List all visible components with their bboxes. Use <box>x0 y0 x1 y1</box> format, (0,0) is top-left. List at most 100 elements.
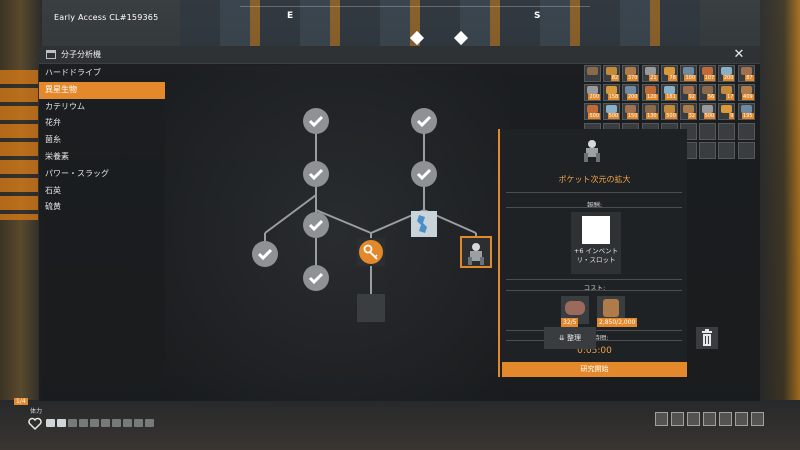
item-count: 107 <box>703 75 716 81</box>
inventory-slot[interactable]: 409 <box>737 84 755 102</box>
item-count: 87 <box>745 75 754 81</box>
health-segment <box>68 419 77 427</box>
cost-amount: 32/5 <box>561 318 579 327</box>
item-count: 195 <box>742 113 754 120</box>
sort-button[interactable]: ⇊ 整理 <box>544 327 596 349</box>
hotbar-slot[interactable] <box>751 412 764 426</box>
sidebar-item[interactable]: 硫黄 <box>45 202 61 212</box>
inventory-slot[interactable] <box>718 122 736 140</box>
inventory-slot[interactable] <box>699 141 717 159</box>
divider <box>506 207 682 208</box>
inventory-slot[interactable]: 500 <box>660 103 678 121</box>
inventory-slot[interactable]: 120 <box>641 84 659 102</box>
inventory-slot[interactable]: 17 <box>718 84 736 102</box>
inventory-slot[interactable] <box>699 122 717 140</box>
inventory-slot[interactable] <box>718 141 736 159</box>
inventory-slot[interactable]: 200 <box>718 65 736 82</box>
inventory-slot[interactable]: 500 <box>699 103 717 121</box>
reward-description: +6 インベントリ・スロット <box>573 247 619 264</box>
sort-label: 整理 <box>567 334 582 342</box>
hotbar <box>655 408 775 430</box>
sidebar-item[interactable]: カテリウム <box>45 101 85 111</box>
inventory-slot[interactable]: 181 <box>660 84 678 102</box>
completed-node[interactable] <box>303 161 329 187</box>
inventory-slot[interactable]: 500 <box>584 103 601 121</box>
hotbar-slot[interactable] <box>703 412 716 426</box>
hotbar-slot[interactable] <box>687 412 700 426</box>
item-count: 409 <box>742 94 754 101</box>
item-icon <box>702 67 714 75</box>
start-research-button[interactable]: 研究開始 <box>502 362 687 377</box>
item-count: 17 <box>726 94 735 101</box>
hotbar-slot[interactable] <box>655 412 668 426</box>
item-count: 500 <box>703 113 716 120</box>
inventory-slot[interactable]: 56 <box>699 84 717 102</box>
inventory-slot[interactable]: 370 <box>622 65 640 82</box>
sidebar-item[interactable]: 菌糸 <box>45 135 61 145</box>
item-icon <box>740 105 752 114</box>
inventory-slot[interactable]: 130 <box>641 103 659 121</box>
inventory-slot[interactable] <box>737 141 755 159</box>
sidebar-item[interactable]: 花弁 <box>45 118 61 128</box>
inventory-slot[interactable]: 82 <box>603 65 621 82</box>
pocket-dimension-icon <box>584 140 600 162</box>
item-count: 120 <box>646 94 658 101</box>
cost-label: コスト: <box>583 284 606 292</box>
close-button[interactable]: ✕ <box>733 47 745 62</box>
completed-node[interactable] <box>303 212 329 238</box>
pocket-dimension-research-node[interactable] <box>460 236 492 268</box>
inventory-slot[interactable]: 200 <box>622 84 640 102</box>
completed-node[interactable] <box>411 161 437 187</box>
machine-left-stripes <box>0 70 38 220</box>
item-icon <box>606 86 618 95</box>
inventory-slot[interactable]: 107 <box>699 65 717 82</box>
research-detail-panel: ポケット次元の拡大 報酬: +6 インベントリ・スロット コスト: 32/5 2… <box>498 129 687 377</box>
item-icon <box>740 86 752 95</box>
locked-research-node[interactable] <box>357 294 385 322</box>
divider <box>506 192 682 193</box>
sidebar-item[interactable]: パワー・スラッグ <box>45 168 109 178</box>
inventory-slot[interactable]: 200 <box>584 84 601 102</box>
inventory-slot[interactable]: 150 <box>622 103 640 121</box>
inventory-slot[interactable]: 9 <box>718 103 736 121</box>
inventory-slot[interactable] <box>584 65 601 82</box>
item-icon <box>644 105 656 114</box>
inventory-slot[interactable] <box>737 122 755 140</box>
inventory-slot[interactable]: 92 <box>680 84 697 102</box>
completed-node[interactable] <box>303 108 329 134</box>
item-icon <box>625 105 637 114</box>
inventory-slot[interactable]: 500 <box>603 103 621 121</box>
hotbar-slot[interactable] <box>735 412 748 426</box>
sidebar-item[interactable]: 石英 <box>45 185 61 195</box>
sidebar-item[interactable]: ハードドライブ <box>45 68 101 77</box>
inventory-slot[interactable]: 195 <box>737 103 755 121</box>
item-icon <box>663 86 675 95</box>
inventory-slot[interactable]: 158 <box>603 84 621 102</box>
hotbar-slot[interactable] <box>719 412 732 426</box>
stack-count-badge: 1/4 <box>14 398 28 405</box>
blade-runners-research-node[interactable] <box>411 211 437 237</box>
compass-south: S <box>534 11 541 21</box>
research-tree <box>165 65 510 401</box>
completed-node[interactable] <box>303 265 329 291</box>
completed-node[interactable] <box>252 241 278 267</box>
research-title: ポケット次元の拡大 <box>558 175 631 184</box>
sort-icon: ⇊ <box>558 334 568 342</box>
trash-button[interactable] <box>696 327 718 349</box>
completed-node[interactable] <box>411 108 437 134</box>
compass: E S <box>240 6 590 46</box>
inventory-slot[interactable]: 100 <box>680 65 697 82</box>
sidebar-item[interactable]: 異星生物 <box>39 81 165 99</box>
tree-connectors <box>264 121 477 320</box>
health-segment <box>57 419 66 427</box>
inventory-slot[interactable]: 87 <box>737 65 755 82</box>
inventory-slot[interactable]: 32 <box>680 103 697 121</box>
health-segment <box>79 419 88 427</box>
sidebar-item[interactable]: 栄養素 <box>45 151 69 161</box>
inventory-slot[interactable]: 21 <box>641 65 659 82</box>
key-research-node[interactable] <box>357 238 385 266</box>
hotbar-slot[interactable] <box>671 412 684 426</box>
category-sidebar: ハードドライブ異星生物カテリウム花弁菌糸栄養素パワー・スラッグ石英硫黄 <box>39 65 165 401</box>
inventory-slot[interactable]: 78 <box>660 65 678 82</box>
